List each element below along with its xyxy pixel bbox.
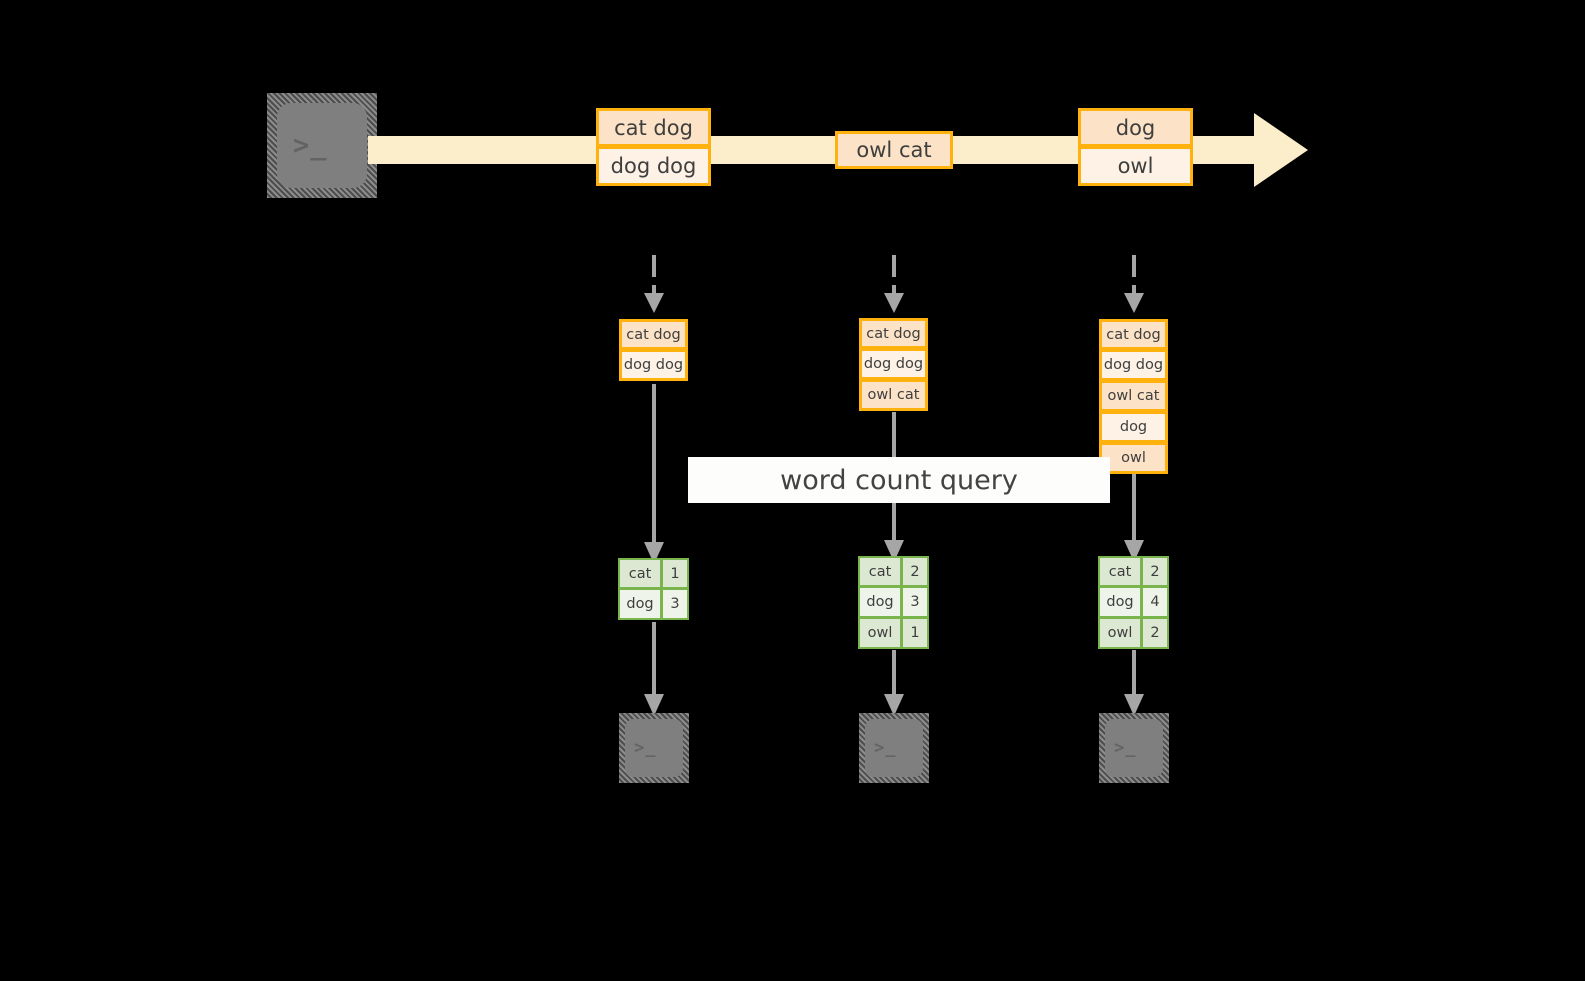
query-arrow-1 [640, 384, 668, 566]
sink-arrow-1 [640, 622, 668, 718]
sink-arrow-3 [1120, 650, 1148, 718]
accumulated-record: dog [1099, 412, 1168, 443]
accumulated-record: dog dog [859, 349, 928, 380]
stream-record: cat dog [596, 108, 711, 147]
accumulated-stack-2: cat dog dog dog owl cat [859, 318, 928, 411]
result-word: owl [858, 618, 902, 649]
stream-record: dog dog [596, 147, 711, 186]
accumulated-record: owl cat [1099, 381, 1168, 412]
terminal-screen [865, 719, 923, 777]
result-word: cat [1098, 556, 1142, 587]
table-row: owl 1 [858, 618, 929, 649]
terminal-screen [277, 103, 367, 188]
result-count: 2 [1142, 556, 1169, 587]
accumulated-stack-3: cat dog dog dog owl cat dog owl [1099, 319, 1168, 474]
table-row: cat 2 [858, 556, 929, 587]
feed-arrow-1 [640, 255, 668, 317]
result-word: dog [858, 587, 902, 618]
stream-record: owl [1078, 147, 1193, 186]
terminal-prompt-glyph: >_ [634, 738, 657, 758]
sink-terminal-icon-1: >_ [619, 713, 689, 783]
accumulated-record: cat dog [1099, 319, 1168, 350]
query-label: word count query [688, 457, 1110, 503]
stream-group-3: dog owl [1078, 108, 1193, 186]
accumulated-record: dog dog [619, 350, 688, 381]
result-table-2: cat 2 dog 3 owl 1 [858, 556, 929, 649]
table-row: dog 3 [858, 587, 929, 618]
result-table-1: cat 1 dog 3 [618, 558, 689, 620]
sink-terminal-icon-3: >_ [1099, 713, 1169, 783]
accumulated-record: cat dog [619, 319, 688, 350]
result-count: 3 [902, 587, 929, 618]
stream-group-1: cat dog dog dog [596, 108, 711, 186]
sink-terminal-icon-2: >_ [859, 713, 929, 783]
accumulated-record: dog dog [1099, 350, 1168, 381]
result-count: 1 [902, 618, 929, 649]
table-row: cat 2 [1098, 556, 1169, 587]
table-row: dog 3 [618, 589, 689, 620]
result-table-3: cat 2 dog 4 owl 2 [1098, 556, 1169, 649]
table-row: dog 4 [1098, 587, 1169, 618]
accumulated-stack-1: cat dog dog dog [619, 319, 688, 381]
stream-group-2: owl cat [835, 131, 953, 169]
terminal-prompt-glyph: >_ [874, 738, 897, 758]
result-word: dog [1098, 587, 1142, 618]
terminal-prompt-glyph: >_ [293, 130, 328, 161]
result-count: 3 [662, 589, 689, 620]
accumulated-record: cat dog [859, 318, 928, 349]
source-terminal-icon: >_ [267, 93, 377, 198]
terminal-screen [1105, 719, 1163, 777]
result-word: cat [618, 558, 662, 589]
result-count: 2 [1142, 618, 1169, 649]
terminal-prompt-glyph: >_ [1114, 738, 1137, 758]
stream-record: dog [1078, 108, 1193, 147]
stream-record: owl cat [835, 131, 953, 169]
result-word: cat [858, 556, 902, 587]
result-word: dog [618, 589, 662, 620]
result-count: 4 [1142, 587, 1169, 618]
feed-arrow-2 [880, 255, 908, 317]
feed-arrow-3 [1120, 255, 1148, 317]
terminal-screen [625, 719, 683, 777]
sink-arrow-2 [880, 650, 908, 718]
result-count: 1 [662, 558, 689, 589]
table-row: cat 1 [618, 558, 689, 589]
accumulated-record: owl cat [859, 380, 928, 411]
query-arrow-3 [1120, 474, 1148, 564]
table-row: owl 2 [1098, 618, 1169, 649]
result-count: 2 [902, 556, 929, 587]
result-word: owl [1098, 618, 1142, 649]
